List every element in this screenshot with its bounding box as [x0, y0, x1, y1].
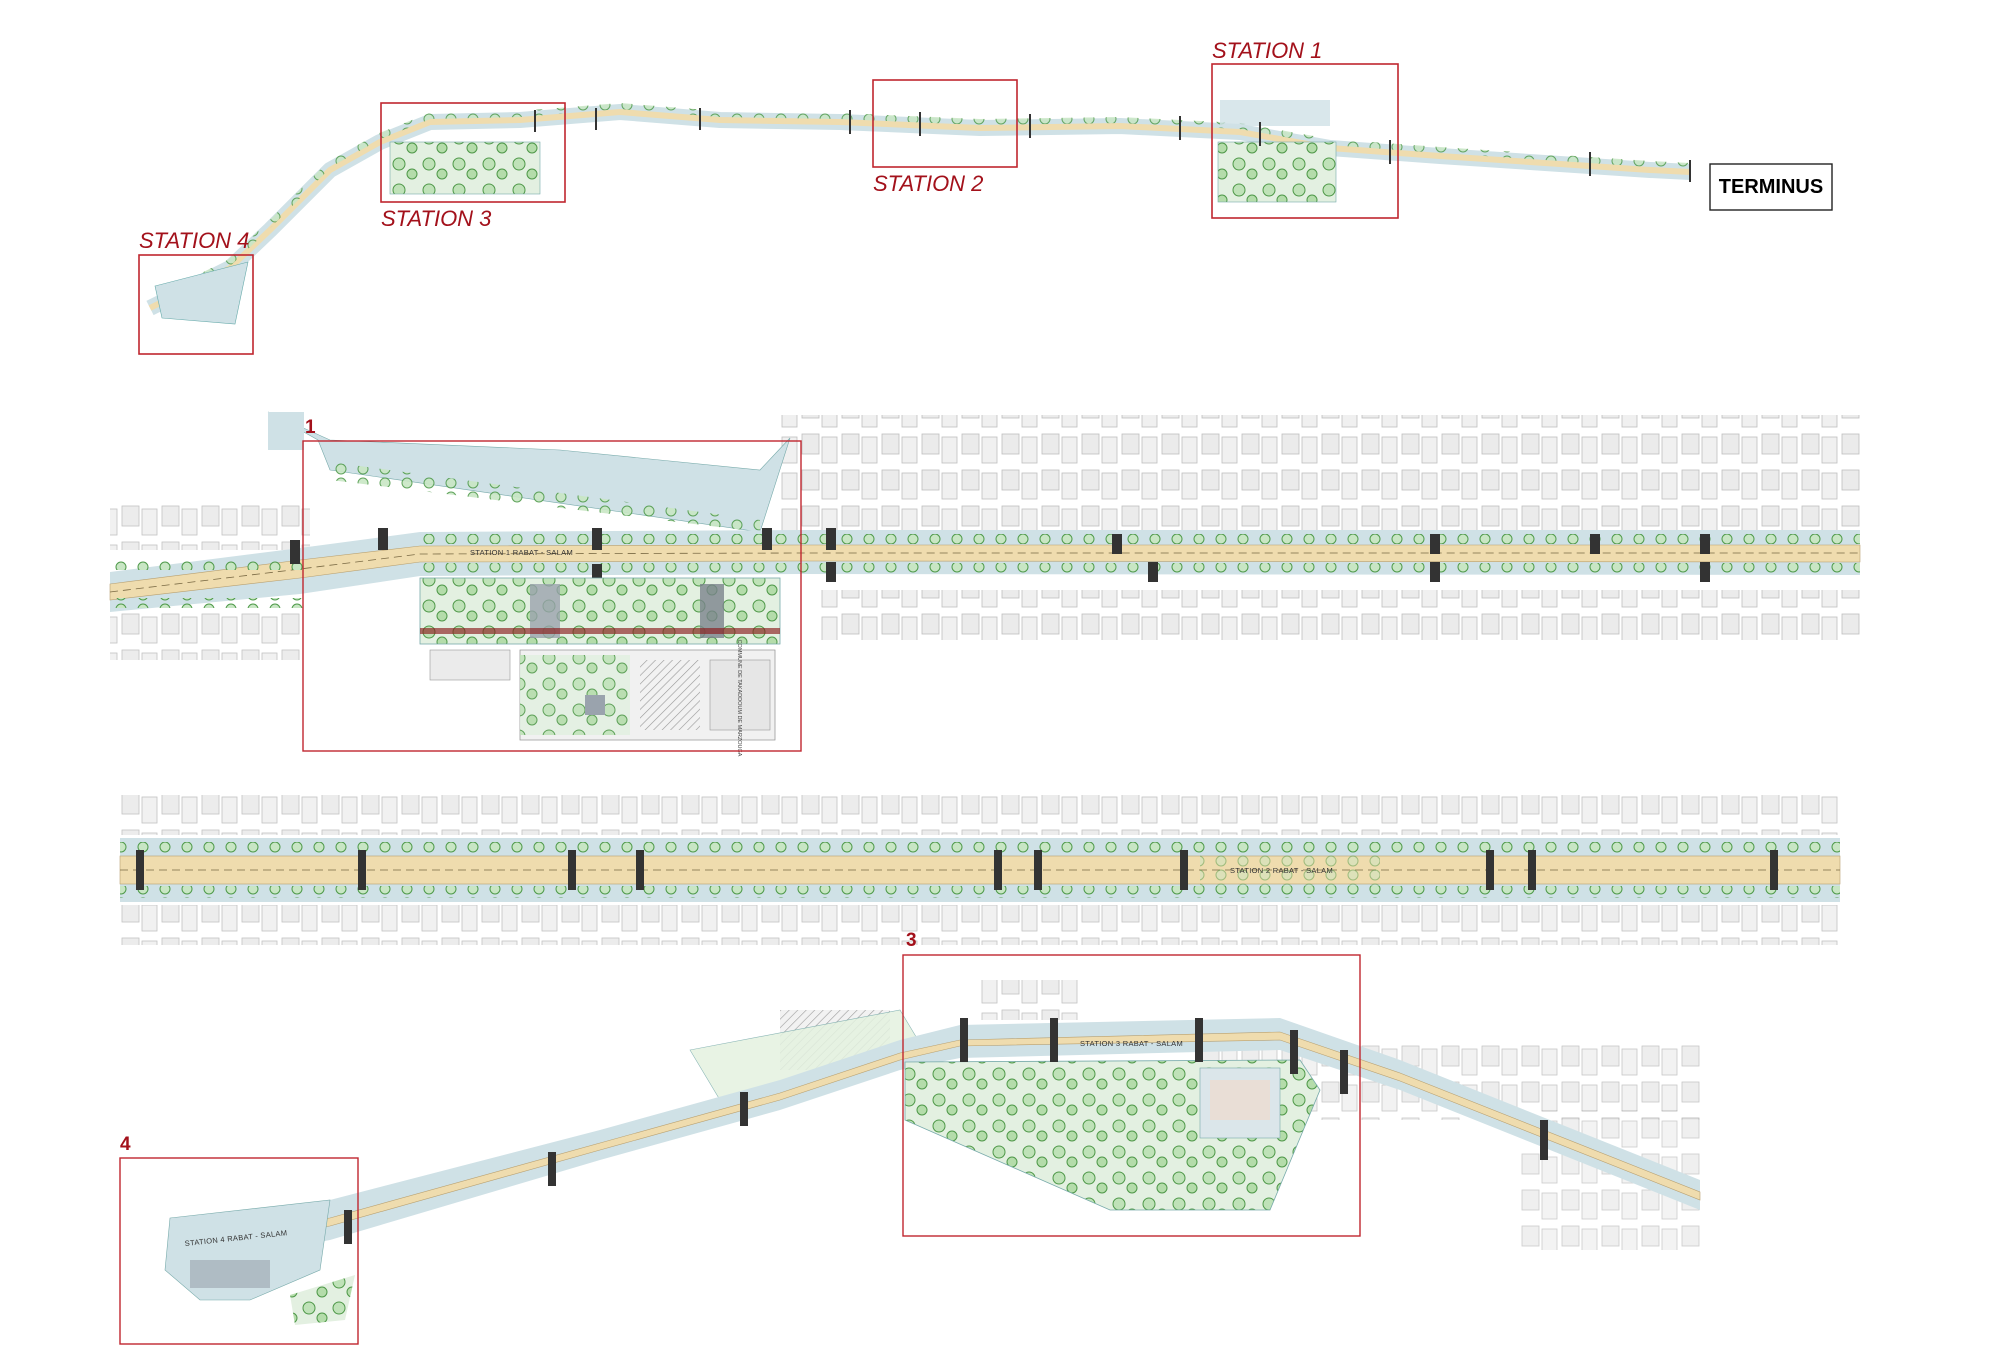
panel-1-north-plaza: [267, 411, 791, 533]
overview-station-1-label: STATION 1: [1212, 38, 1322, 63]
overview-station-2-label: STATION 2: [873, 171, 983, 196]
panel-2-road-name: STATION 2 RABAT - SALAM: [1230, 866, 1333, 875]
overview-station-4-area: [154, 261, 249, 325]
panel-1-commune-label: COMMUNE DE TAKADDOUM DE MARZOUGA: [736, 640, 742, 757]
panel-1-road-name: STATION 1 RABAT - SALAM: [470, 548, 573, 557]
overview-crossings: [534, 108, 1691, 182]
panel-1-crossings: [290, 528, 1710, 584]
overview-station-4-frame: [138, 254, 254, 355]
overview-station-1-area: [1217, 141, 1337, 203]
panel-1-station-park: [419, 577, 781, 645]
overview-station-4-label: STATION 4: [139, 228, 249, 253]
detail-panel-3-4: STATION 3 RABAT - SALAM STATION 4 RABAT …: [119, 930, 1701, 1345]
panel-3-number: 3: [906, 930, 917, 951]
panel-1-frame: [302, 440, 802, 752]
overview-station-3-frame: [380, 102, 566, 203]
detail-panel-1: COMMUNE DE TAKADDOUM DE MARZOUGA STATION…: [109, 411, 1861, 757]
overview-station-1-frame: [1211, 63, 1399, 219]
panel-1-road: [109, 544, 1861, 601]
panel-3-road-name: STATION 3 RABAT - SALAM: [1080, 1039, 1183, 1048]
overview-station-3-label: STATION 3: [381, 206, 492, 231]
terminus-label: TERMINUS: [1719, 176, 1823, 198]
panel-3-4-road: [169, 1031, 1701, 1251]
panel-3-frame: [902, 954, 1361, 1237]
panel-4-number: 4: [120, 1134, 131, 1155]
detail-panel-2: STATION 2 RABAT - SALAM: [119, 795, 1841, 945]
overview-station-3-area: [389, 141, 541, 195]
panel-3-4-crossings: [344, 1018, 1548, 1244]
terminus-box: [1709, 163, 1833, 211]
panel-4-frame: [119, 1157, 359, 1345]
overview-station-2-frame: [872, 79, 1018, 168]
panel-2-crossings: [136, 850, 1778, 890]
panel-1-number: 1: [305, 417, 316, 438]
overview-map: STATION 1 STATION 2 STATION 3 STATION 4 …: [138, 38, 1833, 355]
